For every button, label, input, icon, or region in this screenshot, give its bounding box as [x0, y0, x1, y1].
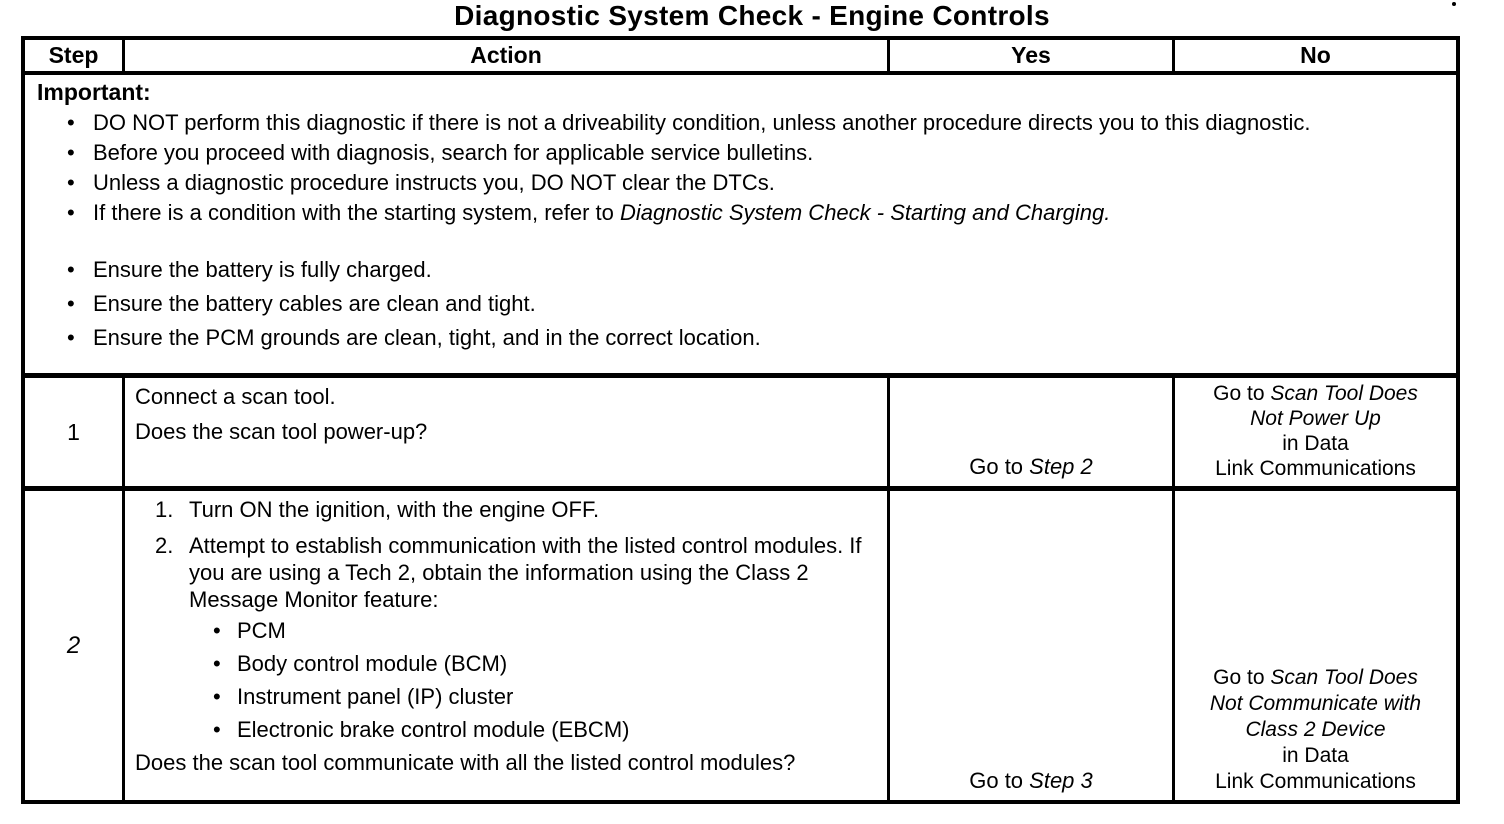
- bullet-text-regular: If there is a condition with the startin…: [93, 200, 621, 225]
- important-bullet: • Ensure the battery cables are clean an…: [67, 289, 1446, 318]
- important-note-cell: Important: • DO NOT perform this diagnos…: [25, 75, 1456, 378]
- no-reference-line: Go to Scan Tool Does: [1179, 665, 1452, 691]
- yes-cell: Go to Step 3: [890, 491, 1175, 800]
- procedure-reference: Not Power Up: [1250, 407, 1381, 430]
- item-number: 2.: [155, 533, 174, 558]
- important-bullet-text: Ensure the PCM grounds are clean, tight,…: [93, 325, 761, 350]
- yes-cell: Go to Step 2: [890, 378, 1175, 486]
- item-number: 1.: [155, 497, 174, 522]
- bullet-icon: •: [67, 325, 75, 350]
- module-list-item: • PCM: [213, 617, 873, 645]
- go-to-prefix: Go to: [1213, 666, 1271, 689]
- scan-artifact-speck: [1452, 2, 1456, 6]
- important-bullet: • Unless a diagnostic procedure instruct…: [67, 168, 1446, 197]
- step-number-cell: 2: [25, 491, 125, 800]
- module-name: Body control module (BCM): [237, 651, 508, 676]
- important-bullet-text: DO NOT perform this diagnostic if there …: [93, 110, 1311, 135]
- no-cell: Go to Scan Tool Does Not Power Up in Dat…: [1175, 378, 1456, 486]
- no-reference-line: in Data: [1282, 744, 1349, 767]
- go-to-prefix: Go to: [969, 454, 1030, 479]
- step-number: 1: [67, 418, 80, 445]
- important-bullet: • DO NOT perform this diagnostic if ther…: [67, 108, 1446, 137]
- module-name: Electronic brake control module (EBCM): [237, 717, 630, 742]
- go-to-step-reference: Step 3: [1029, 768, 1093, 793]
- important-bullet: • If there is a condition with the start…: [67, 198, 1446, 227]
- numbered-item: 2. Attempt to establish communication wi…: [155, 532, 873, 613]
- important-bullet-text: Unless a diagnostic procedure instructs …: [93, 170, 775, 195]
- procedure-reference: Not Communicate with: [1209, 692, 1422, 715]
- important-bullet-text: Before you proceed with diagnosis, searc…: [93, 140, 814, 165]
- no-reference-line: Link Communications: [1215, 770, 1416, 793]
- procedure-reference: Class 2 Device: [1245, 718, 1386, 741]
- action-cell: 1. Turn ON the ignition, with the engine…: [125, 491, 890, 800]
- go-to-prefix: Go to: [969, 768, 1030, 793]
- numbered-item-text: Attempt to establish communication with …: [189, 533, 862, 612]
- module-list-item: • Instrument panel (IP) cluster: [213, 683, 873, 711]
- important-bullet: • Ensure the PCM grounds are clean, tigh…: [67, 323, 1446, 352]
- bullet-group-gap: [37, 228, 1446, 255]
- no-cell: Go to Scan Tool Does Not Communicate wit…: [1175, 491, 1456, 800]
- table-header-row: Step Action Yes No: [25, 40, 1456, 75]
- header-cell-step: Step: [25, 40, 125, 71]
- important-bullet-text: If there is a condition with the startin…: [93, 198, 1110, 227]
- bullet-icon: •: [213, 717, 221, 742]
- important-bullet: • Ensure the battery is fully charged.: [67, 255, 1446, 284]
- no-reference-line: in Data: [1282, 432, 1349, 455]
- bullet-icon: •: [67, 291, 75, 316]
- no-reference-line: Link Communications: [1215, 457, 1416, 480]
- numbered-item-text: Turn ON the ignition, with the engine OF…: [189, 497, 600, 522]
- diagnostic-table: Step Action Yes No Important: • DO NOT p…: [21, 36, 1460, 804]
- important-bullet-text: Ensure the battery is fully charged.: [93, 257, 432, 282]
- table-row-step-2: 2 1. Turn ON the ignition, with the engi…: [25, 491, 1456, 800]
- procedure-reference: Scan Tool Does: [1270, 666, 1418, 689]
- action-question: Does the scan tool communicate with all …: [135, 750, 796, 775]
- cross-reference-title: Diagnostic System Check - Starting and C…: [620, 200, 1111, 225]
- bullet-icon: •: [67, 170, 75, 195]
- action-instruction: Connect a scan tool.: [135, 384, 336, 409]
- header-cell-no: No: [1300, 42, 1331, 68]
- important-bullet-text: Ensure the battery cables are clean and …: [93, 291, 536, 316]
- action-cell: Connect a scan tool. Does the scan tool …: [125, 378, 890, 486]
- bullet-icon: •: [67, 257, 75, 282]
- step-number-cell: 1: [25, 378, 125, 486]
- bullet-icon: •: [213, 618, 221, 643]
- no-reference-line: Go to Scan Tool Does: [1179, 381, 1452, 406]
- header-cell-action: Action: [125, 40, 890, 71]
- table-row-step-1: 1 Connect a scan tool. Does the scan too…: [25, 378, 1456, 491]
- bullet-icon: •: [67, 200, 75, 225]
- module-name: PCM: [237, 618, 286, 643]
- numbered-item: 1. Turn ON the ignition, with the engine…: [155, 496, 873, 523]
- action-question: Does the scan tool power-up?: [135, 419, 428, 444]
- go-to-step-reference: Step 2: [1029, 454, 1093, 479]
- go-to-text: Go to Step 3: [969, 768, 1093, 794]
- module-list-item: • Body control module (BCM): [213, 650, 873, 678]
- bullet-icon: •: [67, 110, 75, 135]
- important-label: Important:: [37, 79, 151, 105]
- bullet-icon: •: [213, 684, 221, 709]
- bullet-icon: •: [67, 140, 75, 165]
- module-list-item: • Electronic brake control module (EBCM): [213, 716, 873, 744]
- module-name: Instrument panel (IP) cluster: [237, 684, 514, 709]
- header-cell-yes: Yes: [890, 40, 1175, 71]
- step-number: 2: [66, 631, 81, 659]
- procedure-reference: Scan Tool Does: [1270, 382, 1418, 405]
- page-title: Diagnostic System Check - Engine Control…: [454, 0, 1050, 31]
- go-to-text: Go to Step 2: [969, 454, 1093, 480]
- bullet-icon: •: [213, 651, 221, 676]
- important-bullet: • Before you proceed with diagnosis, sea…: [67, 138, 1446, 167]
- go-to-prefix: Go to: [1213, 382, 1271, 405]
